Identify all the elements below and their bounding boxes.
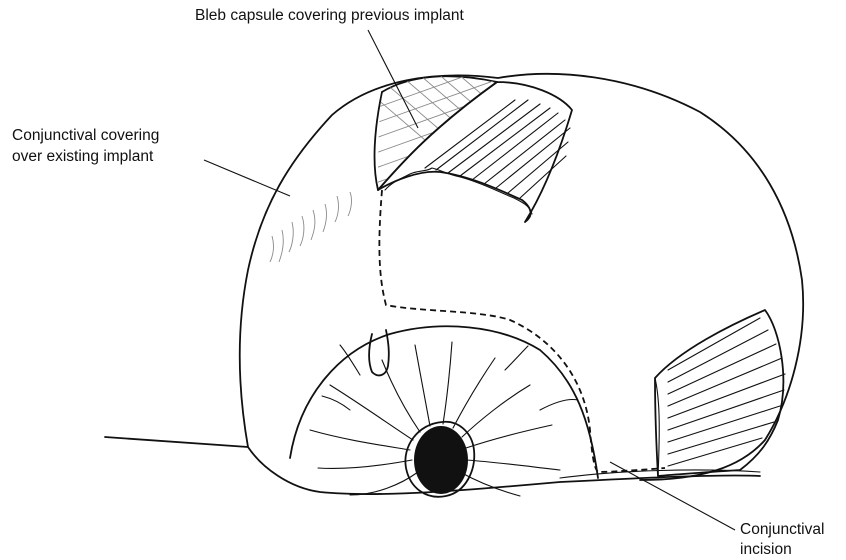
conjunctival-covering-label-line2: over existing implant [12,148,154,165]
incision-label-line1: Conjunctival [740,521,824,538]
bleb-capsule-outline [378,76,497,190]
pupil [414,426,468,494]
conjunctival-covering-label-line1: Conjunctival covering [12,127,159,144]
incision-label-line2: incision [740,541,792,558]
right-flap-hatching [668,318,785,466]
eye-globe-outline [240,74,803,480]
conjunctival-folds [270,192,351,262]
reflected-flap-outline [378,82,572,222]
bleb-capsule-label: Bleb capsule covering previous implant [195,7,465,24]
conj-cover-leader-line [204,160,290,196]
implant-cover-edge [375,92,382,190]
